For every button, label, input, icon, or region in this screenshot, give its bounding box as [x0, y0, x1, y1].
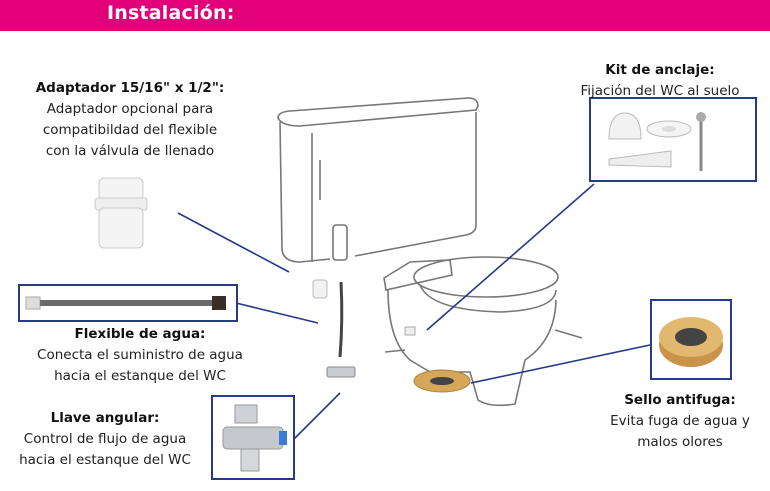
- hose-in-diagram: [338, 281, 344, 358]
- anchor-kit-icon: [608, 112, 706, 171]
- label-llave-line: Control de flujo de agua: [23, 431, 187, 447]
- label-flexible-title: Flexible de agua:: [74, 326, 206, 342]
- page-title: Instalación:: [107, 2, 235, 24]
- label-sello-title: Sello antifuga:: [624, 392, 736, 408]
- label-adaptador-line: compatibildad del flexible: [42, 122, 218, 138]
- wax-seal-icon: [659, 317, 723, 367]
- label-flexible-line: Conecta el suministro de agua: [37, 347, 243, 363]
- header-bar: Instalación:: [0, 0, 770, 31]
- angle-valve-icon: [222, 404, 287, 472]
- adapter-in-diagram: [312, 279, 328, 299]
- label-llave: Llave angular: Control de flujo de agua …: [0, 408, 210, 471]
- label-adaptador-line: con la válvula de llenado: [45, 143, 215, 159]
- label-sello: Sello antifuga: Evita fuga de agua y mal…: [590, 390, 770, 453]
- llave-product-box: [211, 395, 295, 480]
- flexible-product-box: [18, 284, 238, 322]
- bolt-cap-in-diagram: [404, 326, 416, 336]
- valve-in-diagram: [326, 366, 356, 378]
- sello-product-box: [650, 299, 732, 380]
- label-adaptador-title: Adaptador 15/16" x 1/2":: [35, 80, 225, 96]
- label-llave-line: hacia el estanque del WC: [19, 452, 191, 468]
- label-kit-line: Fijación del WC al suelo: [580, 83, 740, 99]
- label-llave-title: Llave angular:: [50, 410, 160, 426]
- label-kit-title: Kit de anclaje:: [605, 62, 715, 78]
- kit-product-box: [589, 97, 757, 182]
- toilet-bowl: [383, 256, 583, 407]
- toilet-tank: [277, 97, 479, 263]
- label-adaptador: Adaptador 15/16" x 1/2": Adaptador opcio…: [10, 78, 250, 162]
- label-adaptador-line: Adaptador opcional para: [46, 101, 214, 117]
- label-flexible: Flexible de agua: Conecta el suministro …: [10, 324, 270, 387]
- label-sello-line: malos olores: [637, 434, 723, 450]
- label-sello-line: Evita fuga de agua y: [610, 413, 750, 429]
- label-kit: Kit de anclaje: Fijación del WC al suelo: [550, 60, 770, 102]
- seal-hole: [430, 377, 454, 385]
- callout-lines: [177, 183, 651, 441]
- label-flexible-line: hacia el estanque del WC: [54, 368, 226, 384]
- adapter-product-image: [94, 177, 148, 249]
- hose-icon: [25, 296, 226, 310]
